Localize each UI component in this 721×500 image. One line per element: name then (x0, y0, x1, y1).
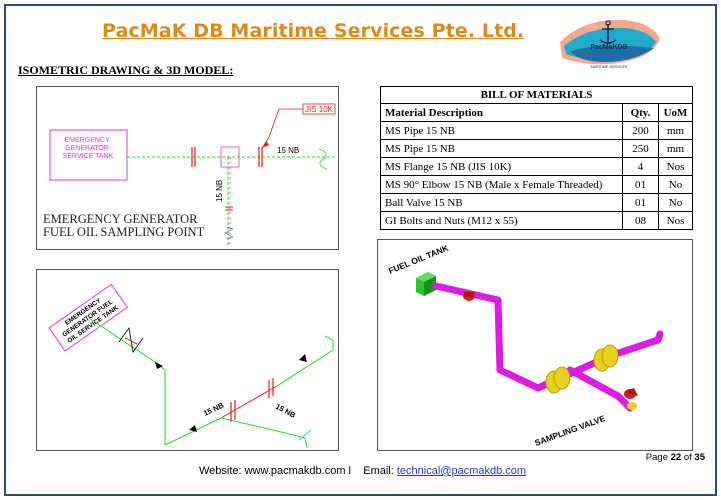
bom-desc: GI Bolts and Nuts (M12 x 55) (380, 211, 623, 230)
table-row: GI Bolts and Nuts (M12 x 55) 08 Nos (380, 211, 693, 230)
caption-line2: FUEL OIL SAMPLING POINT (43, 225, 205, 239)
iso-size-2: 15 NB (274, 402, 298, 420)
bom-col-uom: UoM (658, 103, 693, 122)
bom-qty: 08 (622, 211, 659, 230)
svg-text:EMERGENCY GENERATOR: EMERGENCY GENERATOR SERVICE TANK (63, 137, 114, 160)
page-total: 35 (694, 452, 705, 463)
bom-uom: No (658, 193, 693, 212)
bom-desc: MS Pipe 15 NB (380, 121, 623, 140)
tank-label-line2: GENERATOR (65, 145, 109, 152)
bom-desc: Ball Valve 15 NB (380, 193, 623, 212)
iso-tank-label: EMERGENCY GENERATOR FUEL OIL SERVICE TAN… (48, 283, 129, 352)
logo-text: PacMaKDB (590, 44, 627, 51)
company-logo: PacMaKDB MARITIME SERVICES (560, 19, 660, 69)
bom-qty: 4 (622, 157, 659, 176)
iso-size-1: 15 NB (202, 400, 226, 417)
bom-desc: MS Pipe 15 NB (380, 139, 623, 158)
table-row: MS Flange 15 NB (JIS 10K) 4 Nos (380, 157, 693, 176)
caption-line1: EMERGENCY GENERATOR (43, 212, 198, 226)
schematic-drawing-panel: EMERGENCY GENERATOR SERVICE TANK JIS 10K… (36, 86, 339, 250)
isometric-drawing-panel: EMERGENCY GENERATOR FUEL OIL SERVICE TAN… (36, 269, 339, 451)
bom-desc: MS 90° Elbow 15 NB (Male x Female Thread… (380, 175, 623, 194)
3d-model-panel: FUEL OIL TANK SAMPLING VALVE (377, 239, 693, 451)
3d-model: FUEL OIL TANK SAMPLING VALVE (387, 242, 664, 448)
spec-tag: JIS 10K (305, 105, 334, 114)
table-row: Ball Valve 15 NB 01 No (380, 193, 693, 212)
bill-of-materials-table: BILL OF MATERIALS Material Description Q… (380, 86, 693, 230)
email-link[interactable]: technical@pacmakdb.com (396, 465, 527, 477)
bom-header-row: Material Description Qty. UoM (380, 103, 693, 122)
page-current: 22 (670, 452, 682, 463)
size-label-horizontal: 15 NB (277, 146, 299, 155)
size-label-vertical: 15 NB (215, 180, 224, 202)
label-sampling-valve: SAMPLING VALVE (533, 413, 607, 448)
isometric-drawing: EMERGENCY GENERATOR FUEL OIL SERVICE TAN… (48, 283, 334, 449)
bom-qty: 01 (622, 175, 659, 194)
tank-label-line3: SERVICE TANK (63, 153, 114, 160)
footer: Website: www.pacmakdb.com l Email: techn… (198, 465, 527, 477)
bom-desc: MS Flange 15 NB (JIS 10K) (380, 157, 623, 176)
bom-uom: Nos (658, 211, 693, 230)
svg-text:EMERGENCY GENERATOR: EMERGENCY GENERATOR FUEL OIL SERVICE TAN… (57, 291, 120, 345)
bom-uom: mm (658, 121, 693, 140)
table-row: MS Pipe 15 NB 250 mm (380, 139, 693, 158)
bom-uom: Nos (658, 157, 693, 176)
bom-qty: 01 (622, 193, 659, 212)
table-row: MS 90° Elbow 15 NB (Male x Female Thread… (380, 175, 693, 194)
logo-subtext: MARITIME SERVICES (591, 65, 628, 69)
bom-col-description: Material Description (380, 103, 623, 122)
drawing-caption: EMERGENCY GENERATOR FUEL OIL SAMPLING PO… (43, 213, 204, 239)
bom-uom: mm (658, 139, 693, 158)
company-title: PacMaK DB Maritime Services Pte. Ltd. (102, 20, 525, 42)
bom-uom: No (658, 175, 693, 194)
section-title: ISOMETRIC DRAWING & 3D MODEL: (18, 63, 234, 77)
document-page: PacMaK DB Maritime Services Pte. Ltd. Pa… (4, 4, 717, 496)
bom-qty: 250 (622, 139, 659, 158)
bom-title: BILL OF MATERIALS (380, 86, 693, 104)
bom-qty: 200 (622, 121, 659, 140)
website-text: www.pacmakdb.com (244, 465, 346, 477)
schematic-drawing: EMERGENCY GENERATOR SERVICE TANK JIS 10K… (49, 103, 337, 247)
tank-label-line1: EMERGENCY (65, 137, 110, 144)
table-row: MS Pipe 15 NB 200 mm (380, 121, 693, 140)
label-fuel-oil-tank: FUEL OIL TANK (387, 242, 451, 275)
page-number: Page 22 of 35 (645, 452, 705, 463)
bom-col-qty: Qty. (622, 103, 659, 122)
